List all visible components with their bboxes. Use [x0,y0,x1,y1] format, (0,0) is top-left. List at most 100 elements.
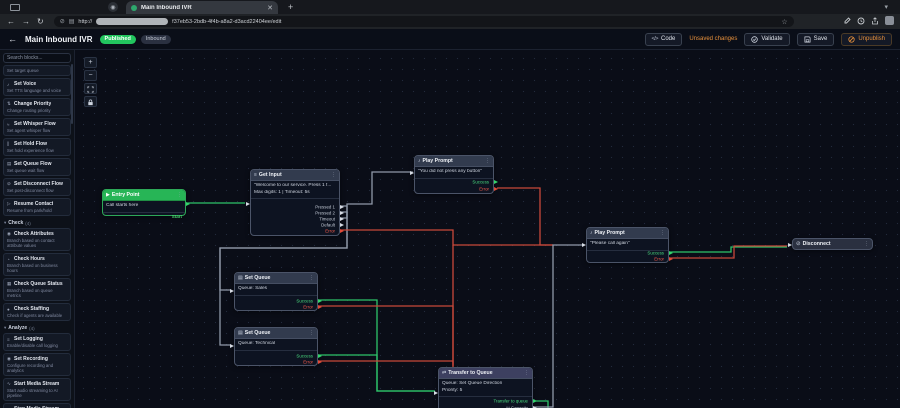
output-port[interactable] [340,205,344,209]
bookmark-star-icon[interactable]: ☆ [781,18,788,26]
input-port[interactable] [245,202,250,206]
tab-list-chevron-icon[interactable]: ▾ [884,4,888,11]
fit-view-button[interactable] [84,83,97,94]
output-port[interactable] [340,211,344,215]
node-menu-icon[interactable]: ⋮ [660,230,665,236]
output-port[interactable] [318,305,322,309]
new-tab-button[interactable]: + [288,2,294,12]
browser-tab[interactable]: Main Inbound IVR ✕ [126,1,278,14]
wire-green[interactable] [319,354,435,392]
output-port[interactable] [494,187,498,191]
input-port[interactable] [433,391,438,395]
url-input[interactable]: ⊘ ▤ http:// f37eb53-2bdb-4f4b-a8a2-d3acd… [53,16,794,27]
output-port[interactable] [533,406,537,408]
wire-gray[interactable] [219,211,348,346]
input-port[interactable] [409,171,414,175]
node-menu-icon[interactable]: ⋮ [864,241,869,247]
wire-red[interactable] [319,360,454,370]
node-menu-icon[interactable]: ⋮ [309,275,314,281]
node-disconnect[interactable]: ⊘Disconnect⋮ [787,238,873,250]
unpublish-button[interactable]: Unpublish [841,32,892,46]
wire-red[interactable] [497,187,553,246]
input-port[interactable] [581,243,586,247]
node-menu-icon[interactable]: ⋮ [485,158,490,164]
wire-green[interactable] [670,246,787,253]
output-port[interactable] [340,223,344,227]
code-button[interactable]: </> Code [644,32,683,46]
forward-icon[interactable]: → [22,17,30,26]
sidebar-section-analyze[interactable]: ▾Analyze(4) [4,325,35,331]
lock-button[interactable] [84,96,97,107]
output-port[interactable] [318,354,322,358]
input-port[interactable] [787,243,792,247]
zoom-out-button[interactable]: − [84,70,97,81]
output-port[interactable] [186,202,190,206]
reload-icon[interactable]: ↻ [37,17,44,26]
back-arrow-button[interactable]: ← [8,34,17,44]
url-prefix: http:// [78,18,93,25]
output-port[interactable] [318,360,322,364]
output-port[interactable] [318,299,322,303]
node-menu-icon[interactable]: ⋮ [524,370,529,376]
wire-red[interactable] [670,245,787,259]
sidebar-scrollbar[interactable] [71,64,73,124]
zoom-in-button[interactable]: + [84,57,97,68]
share-icon[interactable] [871,16,879,25]
node-menu-icon[interactable]: ⋮ [177,192,182,198]
start-label: Start [171,213,182,219]
node-play-prompt-1[interactable]: ♪Play Prompt⋮"You did not press any butt… [409,155,498,194]
validate-button[interactable]: Validate [744,32,790,46]
speaker-icon: ♪ [418,158,421,164]
sidebar-item-subtitle: Set hold experience flow [7,148,54,153]
node-menu-icon[interactable]: ⋮ [331,172,336,178]
node-transfer-to-queue[interactable]: ⇄Transfer to Queue⋮Queue: Set Queue Dire… [433,367,537,408]
node-menu-icon[interactable]: ⋮ [309,330,314,336]
avatar[interactable] [885,16,894,25]
wire-gray[interactable] [534,244,583,408]
wire-gray[interactable] [341,171,413,219]
back-icon[interactable]: ← [7,17,15,26]
page-title: Main Inbound IVR [25,34,93,44]
sidebar-section-check[interactable]: ▾Check(4) [4,220,31,226]
output-port[interactable] [494,180,498,184]
lock-icon [88,99,93,106]
output-port[interactable] [669,257,673,261]
sidebar-item-stop-media-stream[interactable]: ■Stop Media StreamStop audio streaming [3,403,71,408]
output-port[interactable] [533,399,537,403]
wire-red[interactable] [341,229,553,246]
site-security-icon[interactable]: ⊘ [59,19,65,25]
wrench-icon[interactable] [843,16,851,25]
profile-circle-icon[interactable]: ◉ [108,2,118,12]
sidebar-item-partial[interactable]: Set target queue [3,65,71,76]
node-get-input[interactable]: ≡Get Input⋮"Welcome to our service. Pres… [245,169,344,236]
input-port[interactable] [229,344,234,348]
port-label: Error [325,228,335,234]
clock-icon[interactable] [857,17,865,25]
tab-close-icon[interactable]: ✕ [267,4,273,12]
input-port[interactable] [229,289,234,293]
output-port[interactable] [340,229,344,233]
save-button[interactable]: Save [796,32,835,46]
output-port[interactable] [669,251,673,255]
output-port[interactable] [340,217,344,221]
search-input[interactable]: Search blocks... [3,53,71,63]
